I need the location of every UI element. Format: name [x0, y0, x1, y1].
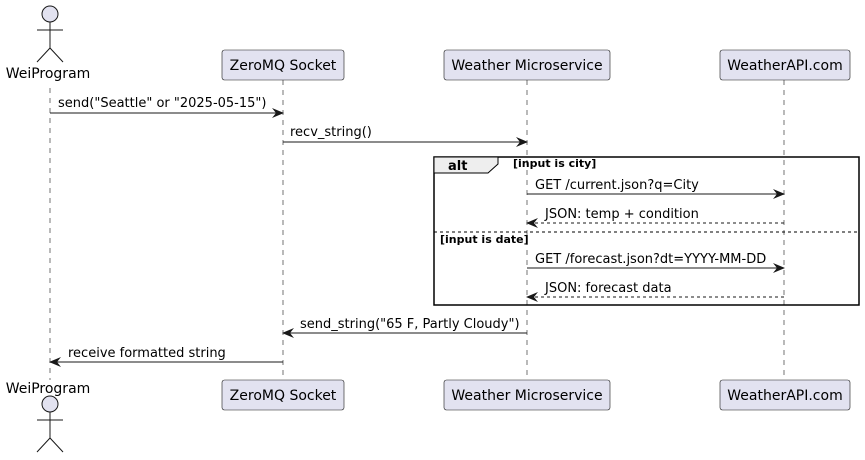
message-recv-string: recv_string()	[283, 125, 528, 147]
participant-zeromq-socket-bottom: ZeroMQ Socket	[221, 379, 345, 411]
actor-head-icon	[41, 5, 59, 23]
participant-label: Weather Microservice	[451, 58, 602, 74]
participant-label: ZeroMQ Socket	[230, 58, 337, 74]
fragment-tab	[433, 156, 499, 174]
actor-weiprogram-bottom: WeiProgram	[6, 381, 91, 453]
participant-zeromq-socket-top: ZeroMQ Socket	[221, 49, 345, 81]
actor-label: WeiProgram	[6, 381, 91, 397]
alt-fragment: alt [input is city] [input is date]	[433, 156, 860, 306]
message-send-string: send_string("65 F, Partly Cloudy")	[282, 317, 527, 338]
message-label: receive formatted string	[68, 346, 226, 361]
message-get-forecast: GET /forecast.json?dt=YYYY-MM-DD	[527, 252, 785, 273]
participant-label: WeatherAPI.com	[727, 388, 842, 404]
message-json-forecast: JSON: forecast data	[526, 281, 784, 302]
participant-weather-microservice-bottom: Weather Microservice	[443, 379, 611, 411]
fragment-guard-date: [input is date]	[440, 233, 529, 246]
fragment-guard-city: [input is city]	[513, 157, 596, 170]
message-json-temp: JSON: temp + condition	[526, 207, 784, 228]
message-label: JSON: temp + condition	[544, 207, 699, 222]
participant-label: Weather Microservice	[451, 388, 602, 404]
message-get-current: GET /current.json?q=City	[527, 178, 785, 199]
fragment-keyword: alt	[448, 159, 467, 174]
message-receive-formatted: receive formatted string	[49, 346, 283, 367]
participant-weatherapi-top: WeatherAPI.com	[719, 49, 851, 81]
message-label: GET /current.json?q=City	[535, 178, 699, 193]
message-label: JSON: forecast data	[544, 281, 672, 296]
message-label: send("Seattle" or "2025-05-15")	[58, 96, 266, 111]
message-label: send_string("65 F, Partly Cloudy")	[300, 317, 520, 332]
message-label: recv_string()	[290, 125, 372, 140]
message-label: GET /forecast.json?dt=YYYY-MM-DD	[535, 252, 766, 267]
participant-label: ZeroMQ Socket	[230, 388, 337, 404]
actor-label: WeiProgram	[6, 66, 91, 82]
fragment-frame	[433, 156, 860, 306]
actor-weiprogram-top: WeiProgram	[6, 5, 91, 82]
actor-head-icon	[41, 395, 59, 413]
message-send-query: send("Seattle" or "2025-05-15")	[50, 96, 284, 118]
participant-weatherapi-bottom: WeatherAPI.com	[719, 379, 851, 411]
participant-label: WeatherAPI.com	[727, 58, 842, 74]
participant-weather-microservice-top: Weather Microservice	[443, 49, 611, 81]
